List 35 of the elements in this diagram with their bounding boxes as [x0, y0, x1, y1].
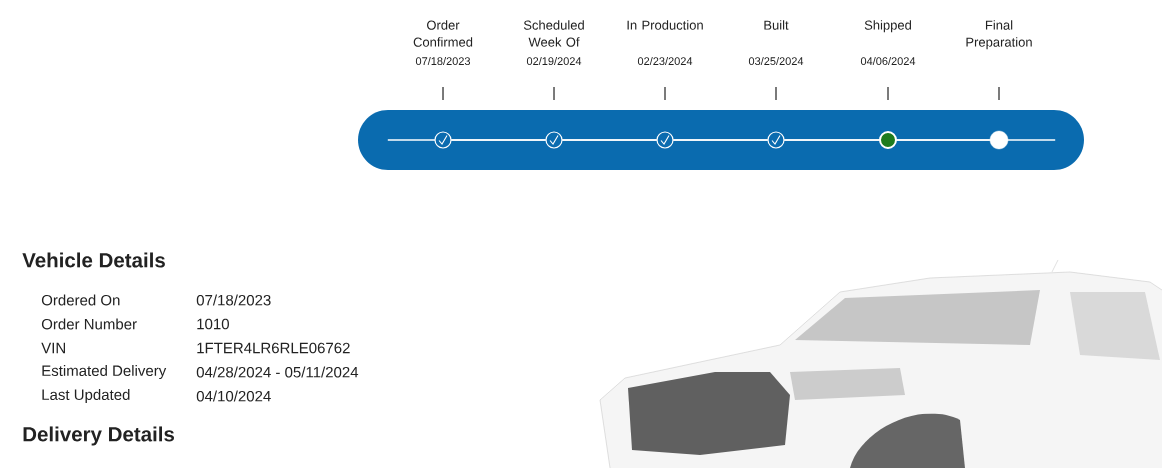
field-label: VIN [41, 342, 65, 354]
track-segment [672, 139, 769, 141]
track-segment [561, 139, 658, 141]
step-date: 04/06/2024 [860, 56, 916, 66]
step-title: Shipped [864, 20, 911, 33]
field-value: 1FTER4LR6RLE06762 [197, 342, 350, 354]
section-heading: Vehicle Details [22, 252, 165, 268]
field-label: Estimated Delivery [42, 365, 167, 379]
field-value: 04/28/2024 - 05/11/2024 [196, 366, 359, 378]
step-title: Final Preparation [966, 20, 1032, 50]
step-date: 02/23/2024 [637, 56, 693, 66]
completed-step-circle [434, 131, 452, 149]
track-segment [450, 139, 547, 141]
step-title: Built [764, 20, 789, 30]
field-value: 07/18/2023 [196, 294, 271, 306]
step-title: Scheduled Week Of [523, 20, 584, 47]
section-heading: Delivery Details [23, 426, 175, 446]
field-label: Order Number [41, 318, 137, 330]
step-date: 07/18/2023 [415, 56, 471, 66]
track-segment [896, 139, 991, 141]
field-label: Last Updated [42, 389, 130, 403]
completed-step-circle [545, 131, 563, 149]
step-date: 02/19/2024 [526, 56, 582, 66]
progress-band [358, 110, 1084, 170]
step-title: In Production [627, 20, 703, 30]
completed-step-circle [767, 131, 785, 149]
pending-step-circle [989, 130, 1009, 150]
field-label: Ordered On [41, 294, 120, 306]
completed-step-circle [656, 131, 674, 149]
current-step-circle [879, 131, 897, 149]
field-value: 04/10/2024 [196, 390, 271, 402]
step-title: Order Confirmed [413, 20, 473, 47]
track-segment [783, 139, 880, 141]
field-value: 1010 [197, 318, 229, 330]
step-date: 03/25/2024 [748, 56, 804, 66]
